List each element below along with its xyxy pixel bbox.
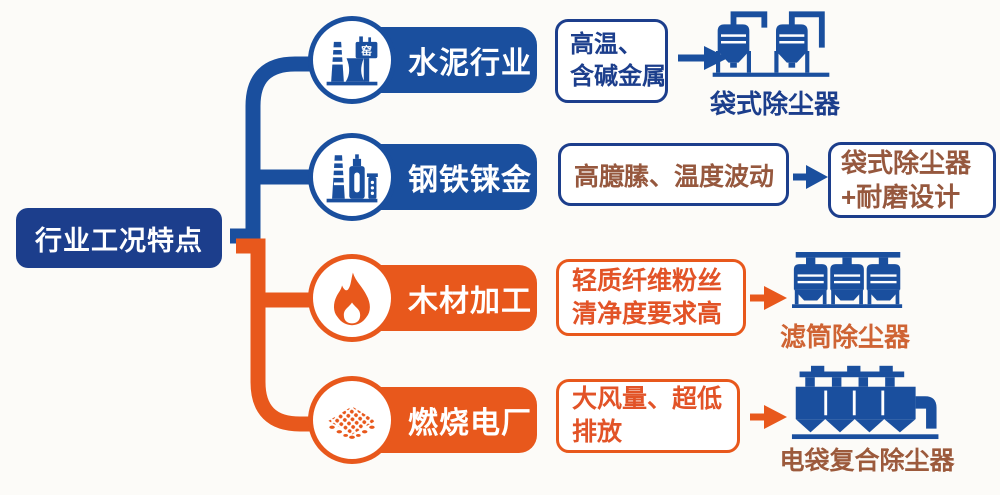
branch-circle-steel	[308, 133, 396, 221]
branch-circle-cement: 窑	[308, 16, 396, 104]
condition-line: 大风量、超低	[572, 385, 723, 413]
branch-circle-power	[308, 376, 396, 464]
bag-filter-icon	[712, 11, 830, 77]
branch-label-power: 燃烧电厂	[408, 407, 532, 440]
solution-box-steel: 袋式除尘器 +耐磨设计	[828, 142, 996, 218]
condition-box-cement: 高温、 含碱金属	[555, 19, 668, 103]
solution-caption-wood: 滤筒除尘器	[779, 322, 910, 352]
blue-branch-lines	[230, 56, 315, 244]
solution-line: +耐磨设计	[841, 182, 961, 212]
branch-label-steel: 钢铁铼金	[408, 164, 532, 197]
condition-line: 高温、	[570, 31, 642, 58]
wood-pellets-icon	[328, 406, 376, 439]
solution-caption-cement: 袋式除尘器	[709, 89, 840, 119]
arrow-icon-steel	[793, 165, 828, 189]
condition-box-steel: 高臆膆、温度波动	[558, 143, 789, 206]
condition-line: 清净度要求高	[572, 299, 723, 328]
branch-label-cement: 水泥行业	[408, 47, 532, 80]
blast-furnace-icon	[326, 154, 378, 203]
condition-line: 高臆膆、温度波动	[574, 162, 775, 191]
cement-plant-icon: 窑	[326, 36, 378, 86]
arrow-icon-power	[750, 405, 787, 429]
cartridge-filter-icon	[792, 252, 903, 308]
condition-line: 含碱金属	[570, 63, 666, 90]
branch-label-wood: 木材加工	[408, 285, 532, 318]
flame-icon	[333, 272, 370, 326]
condition-line: 排放	[572, 418, 623, 446]
orange-branch-lines	[236, 238, 315, 432]
branch-circle-wood	[308, 254, 396, 342]
condition-line: 轻质纤维粉丝	[572, 266, 723, 295]
condition-box-power: 大风量、超低 排放	[556, 379, 740, 453]
root-node: 行业工况特点	[16, 208, 222, 268]
root-label: 行业工况特点	[35, 225, 203, 256]
svg-text:窑: 窑	[361, 44, 372, 58]
arrow-icon-wood	[750, 286, 787, 310]
solution-caption-power: 电袋复合除尘器	[779, 447, 955, 475]
electric-bag-filter-icon	[791, 365, 939, 440]
solution-line: 袋式除尘器	[841, 148, 972, 178]
condition-box-wood: 轻质纤维粉丝 清净度要求高	[556, 259, 746, 336]
